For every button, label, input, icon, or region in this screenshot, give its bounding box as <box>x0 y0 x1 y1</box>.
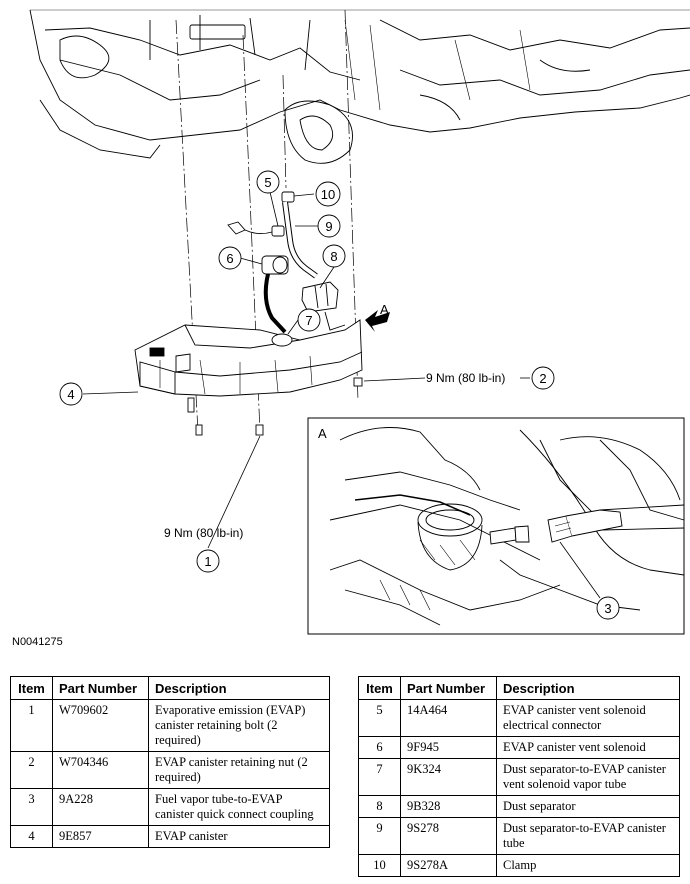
figure-id: N0041275 <box>12 636 63 648</box>
callout-3: 3 <box>596 596 620 620</box>
cell-item: 3 <box>10 788 53 826</box>
callout-6-number: 6 <box>226 251 233 266</box>
cell-part-number: W704346 <box>52 751 149 789</box>
cell-description: Dust separator <box>496 795 680 818</box>
dust-separator <box>301 281 346 331</box>
callout-3-number: 3 <box>604 601 611 616</box>
cell-item: 5 <box>358 699 401 737</box>
header-description: Description <box>148 676 330 700</box>
table-row: 1 W709602 Evaporative emission (EVAP) ca… <box>10 699 330 752</box>
cell-part-number: 9B328 <box>400 795 497 818</box>
table-header-row: Item Part Number Description <box>358 676 680 700</box>
callout-6: 6 <box>218 246 242 270</box>
table-row: 4 9E857 EVAP canister <box>10 825 330 848</box>
cell-description: EVAP canister vent solenoid electrical c… <box>496 699 680 737</box>
table-row: 7 9K324 Dust separator-to-EVAP canister … <box>358 758 680 796</box>
cell-part-number: 14A464 <box>400 699 497 737</box>
header-item: Item <box>358 676 401 700</box>
leader-lines <box>82 191 530 549</box>
torque-label-item-1: 9 Nm (80 lb-in) <box>164 526 243 540</box>
cell-item: 4 <box>10 825 53 848</box>
vent-solenoid <box>261 255 289 334</box>
callout-8: 8 <box>322 244 346 268</box>
vent-solenoid-connector <box>227 221 285 237</box>
cell-description: Dust separator-to-EVAP canister tube <box>496 817 680 855</box>
callout-10: 10 <box>315 181 341 207</box>
cell-item: 6 <box>358 736 401 759</box>
parts-table-left: Item Part Number Description 1 W709602 E… <box>10 676 330 848</box>
cell-item: 1 <box>10 699 53 752</box>
inset-view-label: A <box>318 426 327 441</box>
callout-1: 1 <box>196 549 220 573</box>
cell-description: EVAP canister <box>148 825 330 848</box>
cell-item: 2 <box>10 751 53 789</box>
callout-9: 9 <box>317 214 341 238</box>
table-row: 9 9S278 Dust separator-to-EVAP canister … <box>358 817 680 855</box>
cell-item: 10 <box>358 854 401 877</box>
cell-description: Dust separator-to-EVAP canister vent sol… <box>496 758 680 796</box>
callout-8-number: 8 <box>330 249 337 264</box>
dust-separator-tube <box>281 191 318 279</box>
table-row: 2 W704346 EVAP canister retaining nut (2… <box>10 751 330 789</box>
callout-9-number: 9 <box>325 219 332 234</box>
vehicle-underbody <box>29 9 690 164</box>
callout-4-number: 4 <box>67 387 74 402</box>
fasteners <box>187 377 363 436</box>
table-row: 6 9F945 EVAP canister vent solenoid <box>358 736 680 759</box>
cell-part-number: 9S278 <box>400 817 497 855</box>
table-row: 3 9A228 Fuel vapor tube-to-EVAP canister… <box>10 788 330 826</box>
cell-description: Clamp <box>496 854 680 877</box>
table-row: 10 9S278A Clamp <box>358 854 680 877</box>
header-item: Item <box>10 676 53 700</box>
cell-part-number: 9E857 <box>52 825 149 848</box>
evap-canister-illustration: A 9 Nm (80 lb-in) 9 Nm (80 lb-in) 1 2 4 … <box>29 9 690 635</box>
cell-item: 8 <box>358 795 401 818</box>
parts-table-right: Item Part Number Description 5 14A464 EV… <box>358 676 680 877</box>
cell-part-number: W709602 <box>52 699 149 752</box>
view-a-arrow: A <box>365 302 390 332</box>
cell-part-number: 9K324 <box>400 758 497 796</box>
torque-label-item-2: 9 Nm (80 lb-in) <box>426 371 505 385</box>
header-description: Description <box>496 676 680 700</box>
view-a-label: A <box>380 302 389 317</box>
callout-1-number: 1 <box>204 554 211 569</box>
cell-part-number: 9S278A <box>400 854 497 877</box>
callout-5-number: 5 <box>264 175 271 190</box>
table-header-row: Item Part Number Description <box>10 676 330 700</box>
cell-description: Evaporative emission (EVAP) canister ret… <box>148 699 330 752</box>
callout-7: 7 <box>297 308 321 332</box>
header-part-number: Part Number <box>52 676 149 700</box>
callout-2: 2 <box>531 366 555 390</box>
header-part-number: Part Number <box>400 676 497 700</box>
callout-10-number: 10 <box>321 187 335 202</box>
quick-connect-coupling <box>489 504 685 545</box>
callout-5: 5 <box>256 170 280 194</box>
callout-7-number: 7 <box>305 313 312 328</box>
cell-description: EVAP canister vent solenoid <box>496 736 680 759</box>
table-row: 5 14A464 EVAP canister vent solenoid ele… <box>358 699 680 737</box>
cell-description: Fuel vapor tube-to-EVAP canister quick c… <box>148 788 330 826</box>
cell-item: 9 <box>358 817 401 855</box>
inset-view-a: A <box>307 417 685 635</box>
cell-part-number: 9F945 <box>400 736 497 759</box>
callout-4: 4 <box>59 382 83 406</box>
cell-description: EVAP canister retaining nut (2 required) <box>148 751 330 789</box>
table-row: 8 9B328 Dust separator <box>358 795 680 818</box>
cell-part-number: 9A228 <box>52 788 149 826</box>
cell-item: 7 <box>358 758 401 796</box>
callout-2-number: 2 <box>539 371 546 386</box>
evap-canister <box>134 319 363 397</box>
